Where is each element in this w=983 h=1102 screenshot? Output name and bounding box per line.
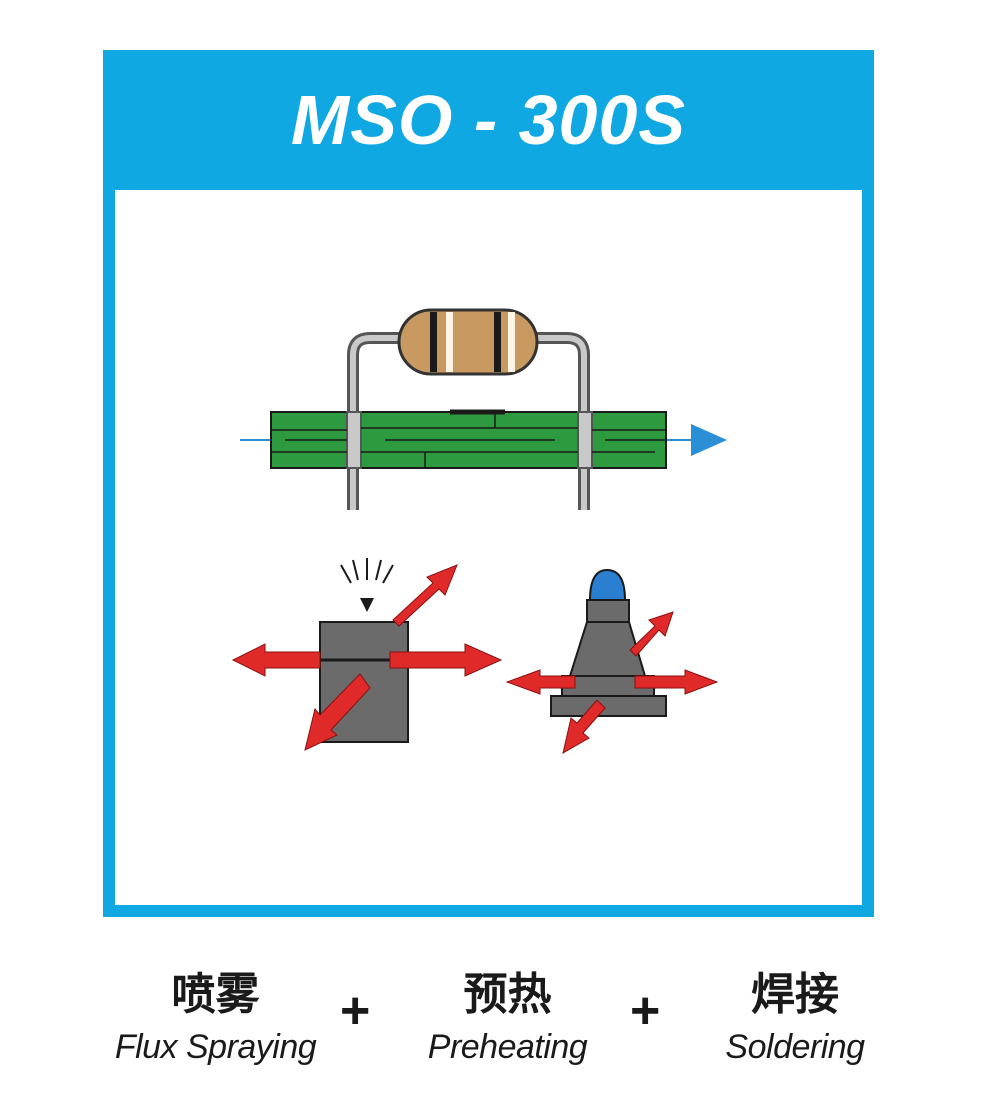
step-flux-spraying-cn: 喷雾 xyxy=(171,969,260,1020)
step-preheating: 预热 Preheating xyxy=(405,965,610,1069)
diagram-area xyxy=(115,190,862,905)
preheat-arrows xyxy=(231,564,503,751)
step-flux-spraying: 喷雾 Flux Spraying xyxy=(103,965,328,1069)
product-panel: MSO - 300S xyxy=(103,50,874,917)
solder-arrows xyxy=(505,611,719,755)
step-soldering: 焊接 Soldering xyxy=(700,965,890,1069)
step-soldering-en: Soldering xyxy=(725,1028,865,1066)
plus-separator-1: + xyxy=(340,982,371,1040)
component-leads xyxy=(347,332,590,510)
step-preheating-cn: 预热 xyxy=(463,969,552,1020)
spray-icon xyxy=(340,558,394,584)
conveyor-arrow-icon xyxy=(691,424,727,456)
solder-nozzle xyxy=(550,568,667,717)
pcb-board xyxy=(270,409,667,469)
step-flux-spraying-en: Flux Spraying xyxy=(114,1028,317,1066)
plus-separator-2: + xyxy=(630,982,661,1040)
panel-title: MSO - 300S xyxy=(290,81,687,159)
resistor-component xyxy=(397,308,539,376)
step-soldering-cn: 焊接 xyxy=(751,969,839,1020)
spray-nozzle-icon xyxy=(360,598,374,612)
step-preheating-en: Preheating xyxy=(427,1028,588,1066)
process-diagram xyxy=(231,308,727,755)
